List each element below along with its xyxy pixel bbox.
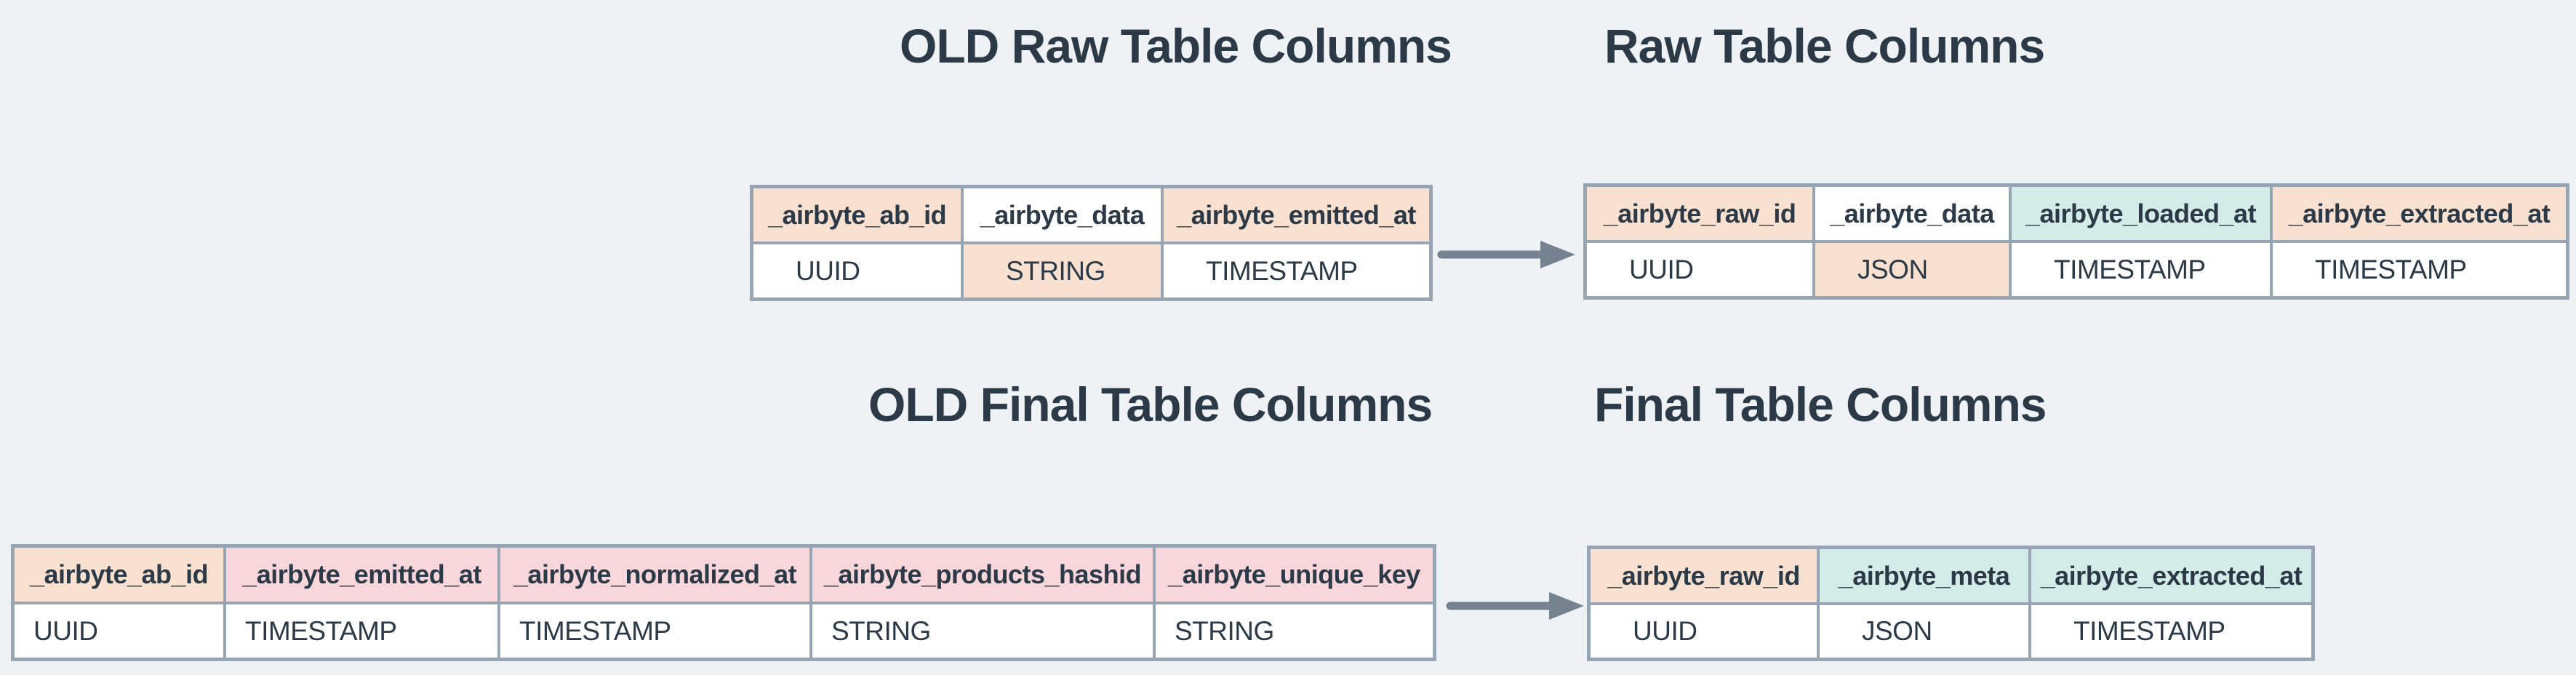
raw-table-title: Raw Table Columns [1604,19,2045,73]
raw-table: _airbyte_raw_id _airbyte_data _airbyte_l… [1583,183,2569,300]
arrow-old-final-to-final-icon [1446,592,1584,620]
header-cell-airbyte-emitted-at: _airbyte_emitted_at [1164,188,1429,241]
final-table: _airbyte_raw_id _airbyte_meta _airbyte_e… [1587,546,2315,661]
header-cell-airbyte-data: _airbyte_data [964,188,1161,241]
final-table-title: Final Table Columns [1594,378,2047,431]
header-cell-airbyte-emitted-at: _airbyte_emitted_at [226,548,497,602]
type-cell-timestamp: TIMESTAMP [226,604,497,658]
header-cell-airbyte-unique-key: _airbyte_unique_key [1156,548,1433,602]
type-cell-json: JSON [1820,605,2028,658]
type-cell-uuid: UUID [753,244,961,297]
header-cell-airbyte-extracted-at: _airbyte_extracted_at [2273,187,2566,240]
old-final-table-title: OLD Final Table Columns [868,378,1433,431]
type-cell-timestamp: TIMESTAMP [2273,243,2566,296]
header-cell-airbyte-meta: _airbyte_meta [1820,549,2028,602]
type-cell-uuid: UUID [15,604,223,658]
header-cell-airbyte-normalized-at: _airbyte_normalized_at [500,548,809,602]
header-cell-airbyte-data: _airbyte_data [1815,187,2009,240]
header-cell-airbyte-ab-id: _airbyte_ab_id [15,548,223,602]
type-cell-json: JSON [1815,243,2009,296]
header-cell-airbyte-raw-id: _airbyte_raw_id [1587,187,1812,240]
type-cell-string: STRING [812,604,1153,658]
type-cell-timestamp: TIMESTAMP [500,604,809,658]
header-cell-airbyte-extracted-at: _airbyte_extracted_at [2031,549,2311,602]
type-cell-uuid: UUID [1587,243,1812,296]
old-raw-table: _airbyte_ab_id _airbyte_data _airbyte_em… [750,185,1433,301]
header-cell-airbyte-ab-id: _airbyte_ab_id [753,188,961,241]
header-cell-airbyte-products-hashid: _airbyte_products_hashid [812,548,1153,602]
type-cell-timestamp: TIMESTAMP [1164,244,1429,297]
arrow-old-raw-to-raw-icon [1437,241,1575,268]
type-cell-uuid: UUID [1591,605,1817,658]
type-cell-timestamp: TIMESTAMP [2031,605,2311,658]
old-raw-table-title: OLD Raw Table Columns [900,19,1452,73]
type-cell-string: STRING [1156,604,1433,658]
header-cell-airbyte-raw-id: _airbyte_raw_id [1591,549,1817,602]
old-final-table: _airbyte_ab_id _airbyte_emitted_at _airb… [11,544,1436,661]
type-cell-timestamp: TIMESTAMP [2012,243,2270,296]
type-cell-string: STRING [964,244,1161,297]
header-cell-airbyte-loaded-at: _airbyte_loaded_at [2012,187,2270,240]
